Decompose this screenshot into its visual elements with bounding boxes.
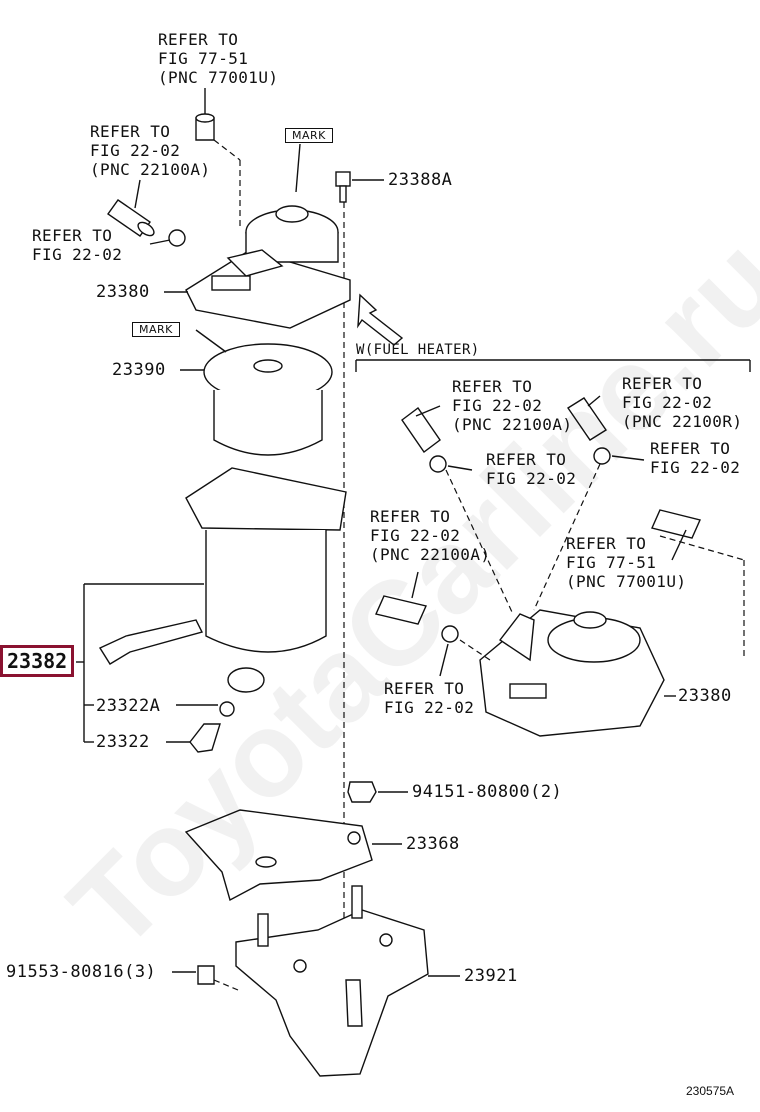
bracket-23368 bbox=[184, 809, 402, 902]
filter-element-23390 bbox=[180, 329, 333, 456]
subview-frame bbox=[355, 359, 751, 372]
part-23390[interactable]: 23390 bbox=[112, 360, 166, 380]
mount-23921 bbox=[172, 885, 460, 1077]
part-23380-main[interactable]: 23380 bbox=[96, 282, 150, 302]
part-23322[interactable]: 23322 bbox=[96, 732, 150, 752]
figure-number: 230575A bbox=[686, 1084, 735, 1098]
hose-left bbox=[107, 179, 186, 247]
mark-label-element: MARK bbox=[132, 322, 180, 337]
ref-callout-7: REFER TO FIG 22-02 bbox=[650, 439, 741, 477]
part-23368[interactable]: 23368 bbox=[406, 834, 460, 854]
nut-94151 bbox=[347, 781, 408, 803]
ref-callout-8: REFER TO FIG 22-02 (PNC 22100A) bbox=[370, 507, 491, 564]
part-23921[interactable]: 23921 bbox=[464, 966, 518, 986]
ref-callout-4: REFER TO FIG 22-02 (PNC 22100A) bbox=[452, 377, 573, 434]
part-23322A[interactable]: 23322A bbox=[96, 696, 161, 716]
subview-label: W(FUEL HEATER) bbox=[356, 342, 480, 358]
ref-callout-10: REFER TO FIG 22-02 bbox=[384, 679, 475, 717]
bolt-23388A bbox=[335, 171, 384, 203]
part-23380-heater[interactable]: 23380 bbox=[678, 686, 732, 706]
part-94151[interactable]: 94151-80800(2) bbox=[412, 782, 563, 802]
filter-cap-23380 bbox=[164, 143, 404, 346]
hose-top bbox=[195, 88, 241, 230]
part-23388A[interactable]: 23388A bbox=[388, 170, 453, 190]
fuel-heater-assembly bbox=[375, 395, 745, 737]
mark-label-cap: MARK bbox=[285, 128, 333, 143]
part-23382-highlighted[interactable]: 23382 bbox=[0, 645, 75, 677]
ref-callout-9: REFER TO FIG 77-51 (PNC 77001U) bbox=[566, 534, 687, 591]
ref-callout-6: REFER TO FIG 22-02 bbox=[486, 450, 577, 488]
ref-callout-3: REFER TO FIG 22-02 bbox=[32, 226, 123, 264]
filter-case-23382 bbox=[76, 467, 347, 753]
part-91553[interactable]: 91553-80816(3) bbox=[6, 962, 157, 982]
ref-callout-1: REFER TO FIG 77-51 (PNC 77001U) bbox=[158, 30, 279, 87]
ref-callout-2: REFER TO FIG 22-02 (PNC 22100A) bbox=[90, 122, 211, 179]
ref-callout-5: REFER TO FIG 22-02 (PNC 22100R) bbox=[622, 374, 743, 431]
